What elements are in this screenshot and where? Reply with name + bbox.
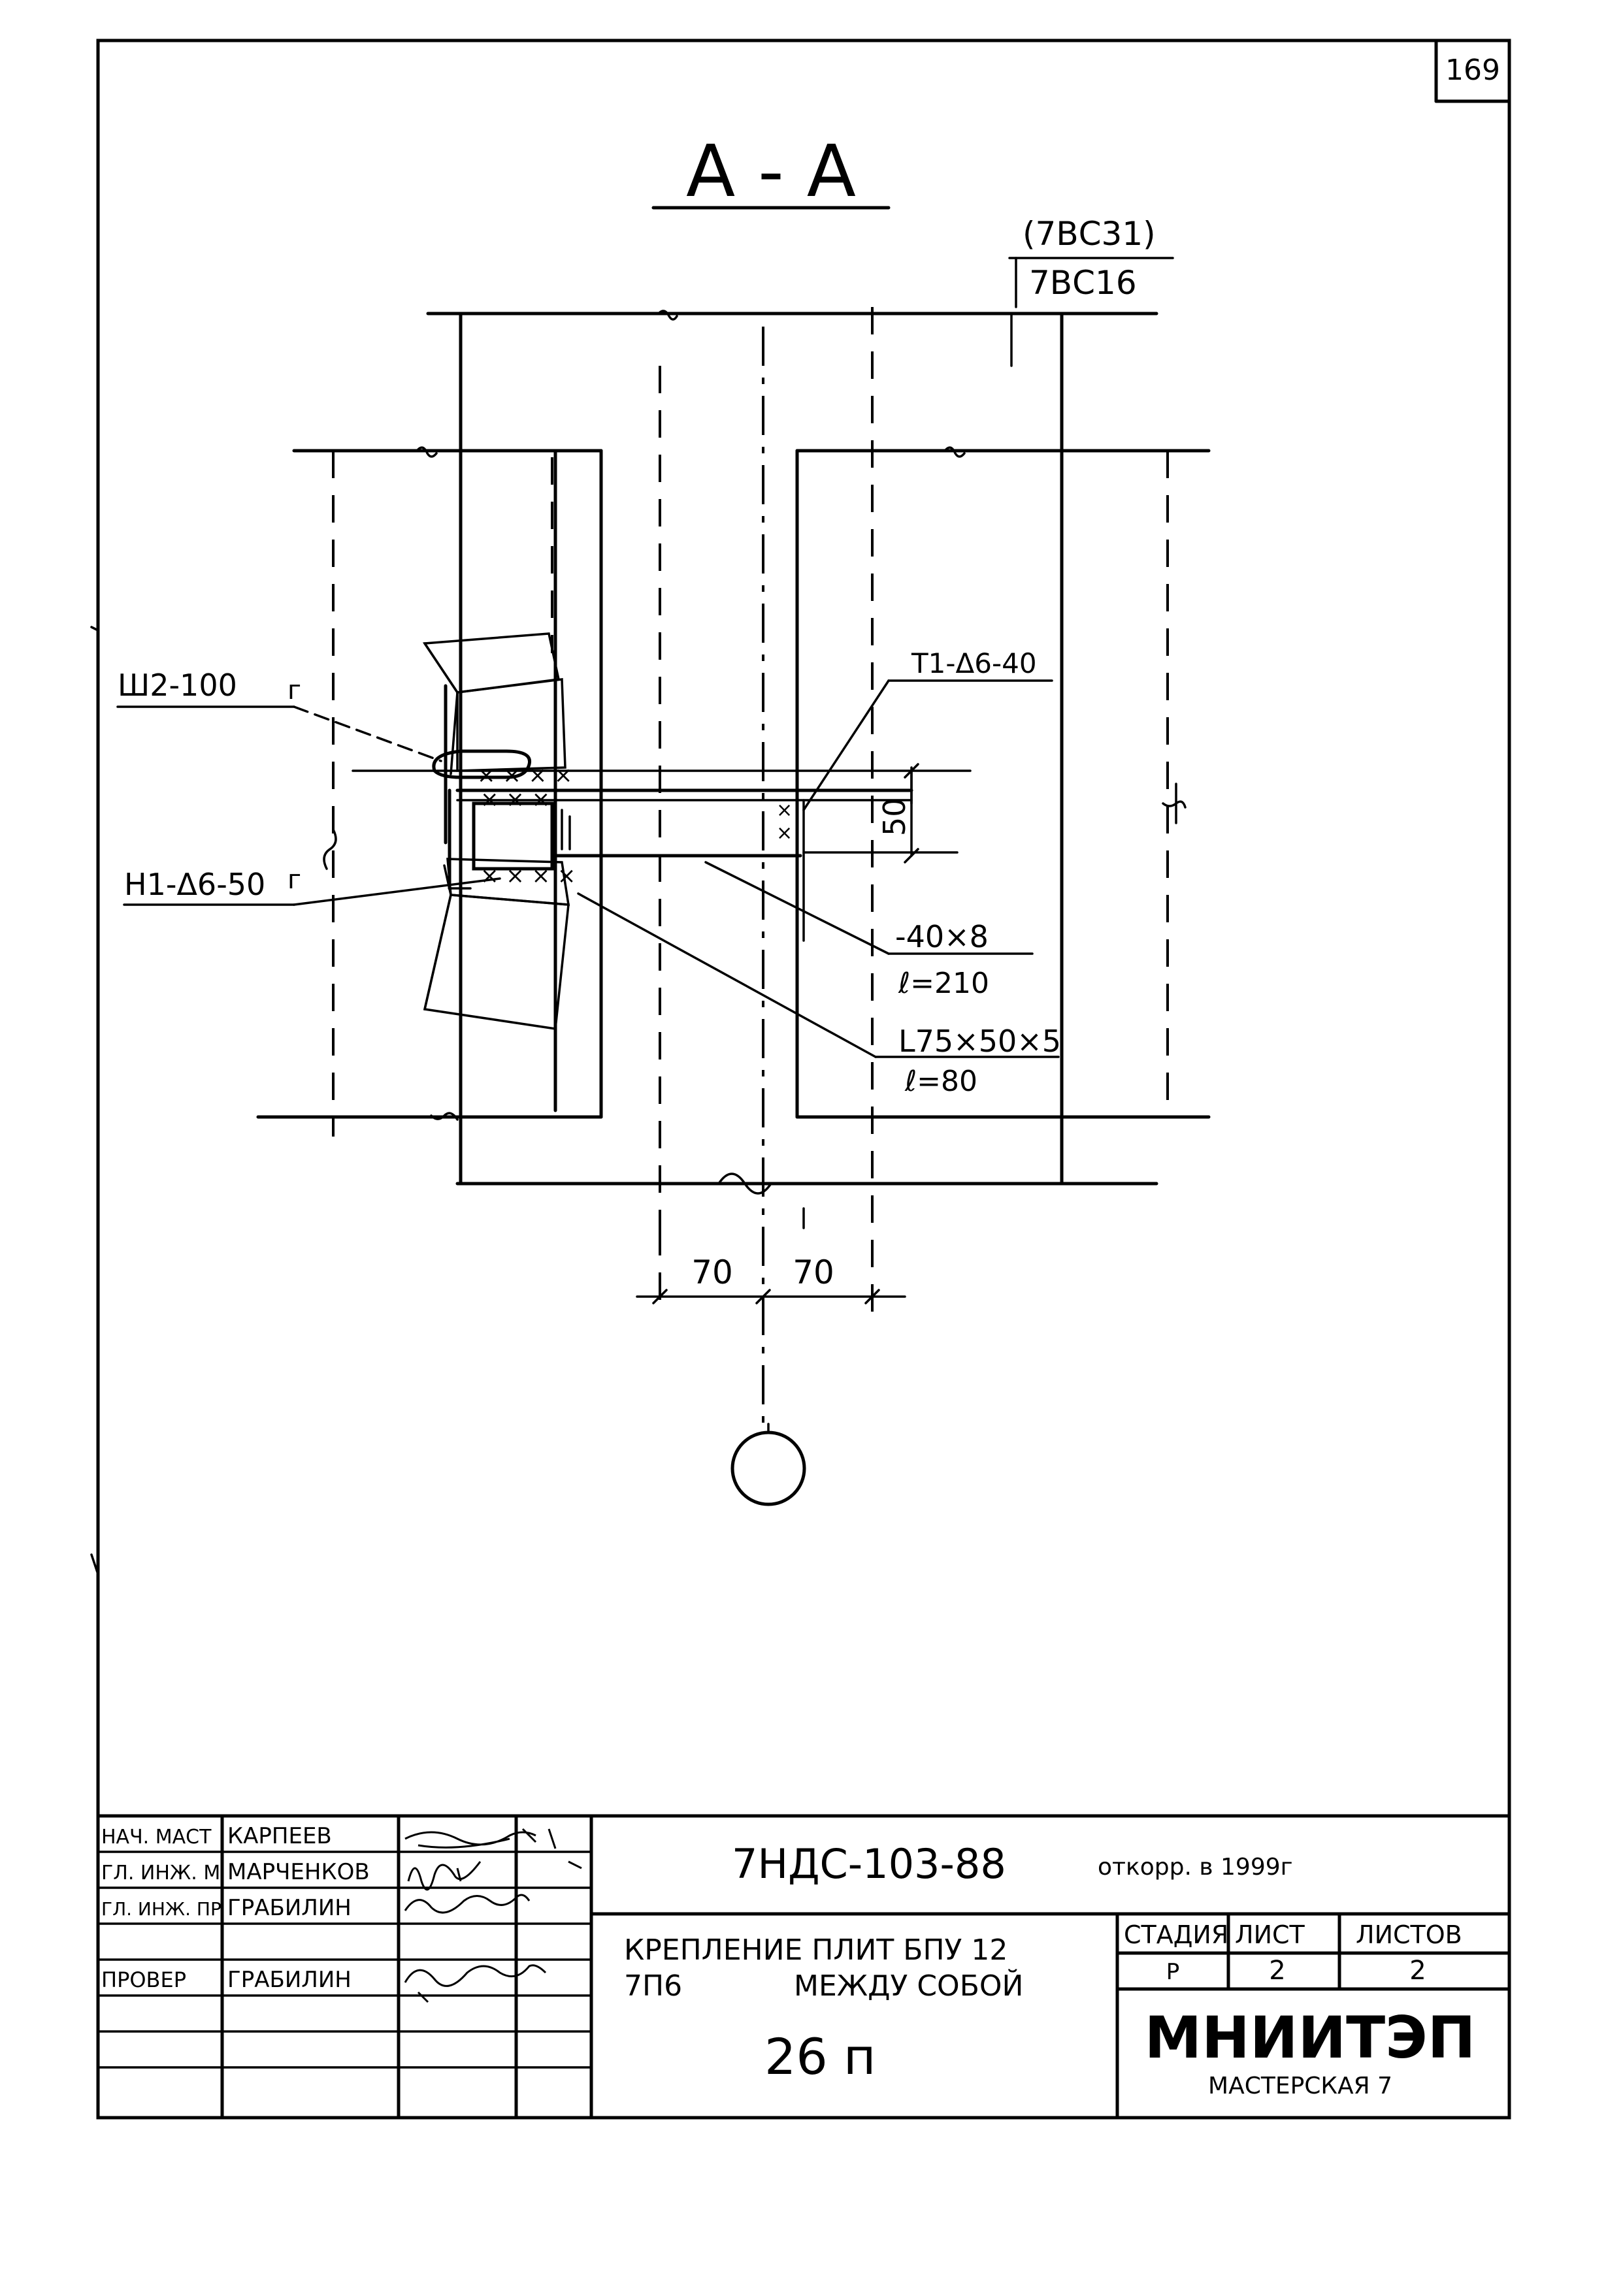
- dim-50: 50: [877, 798, 912, 836]
- axis-lines: [551, 307, 874, 1424]
- joint-insulation: [422, 632, 570, 1031]
- sheets-header: ЛИСТОВ: [1356, 1920, 1462, 1949]
- org-name: МНИИТЭП: [1145, 2004, 1476, 2071]
- stage-header: СТАДИЯ: [1124, 1920, 1228, 1949]
- sheet-header: ЛИСТ: [1235, 1920, 1305, 1949]
- dim-left-70: 70: [691, 1253, 733, 1291]
- drawing-title-line1: КРЕПЛЕНИЕ ПЛИТ БПУ 12: [624, 1933, 1008, 1967]
- doc-code: 7НДС-103-88: [732, 1840, 1006, 1888]
- axis-marker: [730, 1431, 806, 1506]
- signature-1: [404, 1828, 557, 1849]
- svg-text:×: ×: [776, 822, 793, 845]
- signature-4: [404, 1964, 547, 2003]
- mark-bottom: 7ВС16: [1029, 264, 1137, 302]
- svg-text:г: г: [287, 865, 301, 895]
- label-plate-length: ℓ=210: [898, 967, 989, 1000]
- signature-2: [407, 1860, 582, 1891]
- svg-text:× × × ×: × × × ×: [477, 762, 572, 788]
- org-unit: МАСТЕРСКАЯ 7: [1208, 2073, 1392, 2099]
- name-0: КАРПЕЕВ: [227, 1823, 332, 1849]
- name-4: ГРАБИЛИН: [227, 1967, 352, 1993]
- section-title-group: А - А: [651, 129, 891, 213]
- left-slab: [256, 446, 603, 1137]
- label-weld-right: Т1-Δ6-40: [911, 647, 1037, 679]
- leader-weld-right: Т1-Δ6-40: [802, 647, 1053, 811]
- svg-text:× × × ×: × × × ×: [480, 863, 576, 889]
- role-2: ГЛ. ИНЖ. ПР: [101, 1898, 221, 1920]
- drawing-title-line2a: 7П6: [624, 1969, 682, 2003]
- role-0: НАЧ. МАСТ: [101, 1826, 212, 1849]
- sheet-value: 2: [1269, 1956, 1285, 1986]
- sheets-value: 2: [1409, 1956, 1426, 1986]
- name-2: ГРАБИЛИН: [227, 1895, 352, 1921]
- stage-value: Р: [1166, 1959, 1180, 1985]
- right-slab: [795, 446, 1211, 1119]
- upper-slab: [426, 310, 1158, 1229]
- connection-detail: × × × × × × × × × × × × ×: [352, 749, 972, 943]
- role-1: ГЛ. ИНЖ. М: [101, 1862, 220, 1884]
- name-1: МАРЧЕНКОВ: [227, 1859, 370, 1885]
- label-angle-length: ℓ=80: [904, 1065, 977, 1098]
- page-number-box: 169: [1434, 39, 1511, 103]
- role-4: ПРОВЕР: [101, 1967, 186, 1992]
- sheet-code: 26 п: [764, 2028, 876, 2086]
- dim-right-70: 70: [793, 1253, 834, 1291]
- leader-plate: -40×8 ℓ=210: [704, 861, 1034, 1000]
- svg-text:г: г: [287, 675, 301, 705]
- doc-note: откорр. в 1999г: [1098, 1854, 1293, 1881]
- signature-3: [404, 1894, 531, 1914]
- leader-weld-bottom: Н1-Δ6-50 г: [123, 828, 501, 906]
- leader-angle: L75×50×5 ℓ=80: [577, 892, 1061, 1098]
- page-number: 169: [1445, 54, 1500, 87]
- mark-top: (7ВС31): [1023, 215, 1156, 253]
- label-weld-top: Ш2-100: [118, 668, 237, 703]
- dimension-50: 50: [877, 763, 919, 864]
- leader-weld-top: Ш2-100 г: [116, 668, 442, 762]
- sheet-frame: [96, 39, 1511, 2120]
- title-block: НАЧ. МАСТ ГЛ. ИНЖ. М ГЛ. ИНЖ. ПР ПРОВЕР …: [96, 1814, 1511, 2120]
- label-plate-size: -40×8: [895, 919, 989, 954]
- svg-text:×: ×: [776, 799, 793, 822]
- drawing-title-line2b: МЕЖДУ СОБОЙ: [794, 1968, 1023, 2003]
- svg-text:× × ×: × × ×: [480, 786, 550, 813]
- element-mark: (7ВС31) 7ВС16: [1008, 215, 1174, 308]
- label-angle-size: L75×50×5: [898, 1024, 1061, 1059]
- dimension-70-70: 70 70: [636, 1228, 906, 1313]
- label-weld-bottom: Н1-Δ6-50: [124, 867, 265, 902]
- section-title: А - А: [686, 129, 856, 213]
